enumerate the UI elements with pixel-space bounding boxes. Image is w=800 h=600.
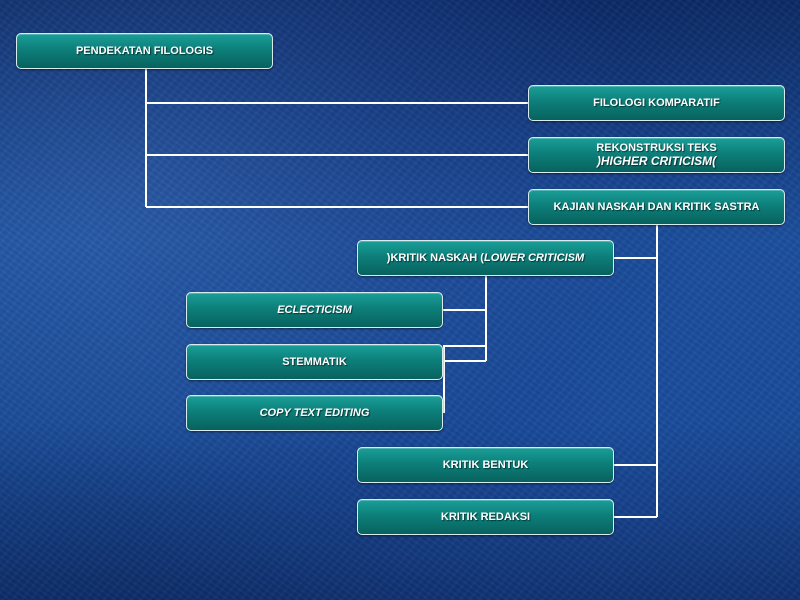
node-eclecticism: ECLECTICISM <box>186 292 443 328</box>
node-label: KRITIK BENTUK <box>442 458 529 471</box>
node-label: FILOLOGI KOMPARATIF <box>593 96 720 109</box>
node-label: KAJIAN NASKAH DAN KRITIK SASTRA <box>553 200 760 213</box>
node-label: ECLECTICISM <box>277 303 352 316</box>
node-rekonstruksi-teks: REKONSTRUKSI TEKS )HIGHER CRITICISM( <box>528 137 785 173</box>
node-label-line2: )HIGHER CRITICISM( <box>596 154 717 168</box>
node-kritik-redaksi: KRITIK REDAKSI <box>357 499 614 535</box>
node-label: STEMMATIK <box>282 355 347 368</box>
node-label: COPY TEXT EDITING <box>259 406 370 419</box>
node-filologi-komparatif: FILOLOGI KOMPARATIF <box>528 85 785 121</box>
node-label-italic: LOWER CRITICISM <box>483 251 585 264</box>
node-pendekatan-filologis: PENDEKATAN FILOLOGIS <box>16 33 273 69</box>
node-copy-text-editing: COPY TEXT EDITING <box>186 395 443 431</box>
node-kritik-bentuk: KRITIK BENTUK <box>357 447 614 483</box>
node-label: KRITIK REDAKSI <box>440 510 531 523</box>
node-label-line1: REKONSTRUKSI TEKS <box>596 142 717 154</box>
node-kritik-naskah: )KRITIK NASKAH (LOWER CRITICISM <box>357 240 614 276</box>
node-stemmatik: STEMMATIK <box>186 344 443 380</box>
node-label: PENDEKATAN FILOLOGIS <box>75 44 214 57</box>
node-kajian-naskah: KAJIAN NASKAH DAN KRITIK SASTRA <box>528 189 785 225</box>
node-label-prefix: )KRITIK NASKAH ( <box>386 251 484 264</box>
